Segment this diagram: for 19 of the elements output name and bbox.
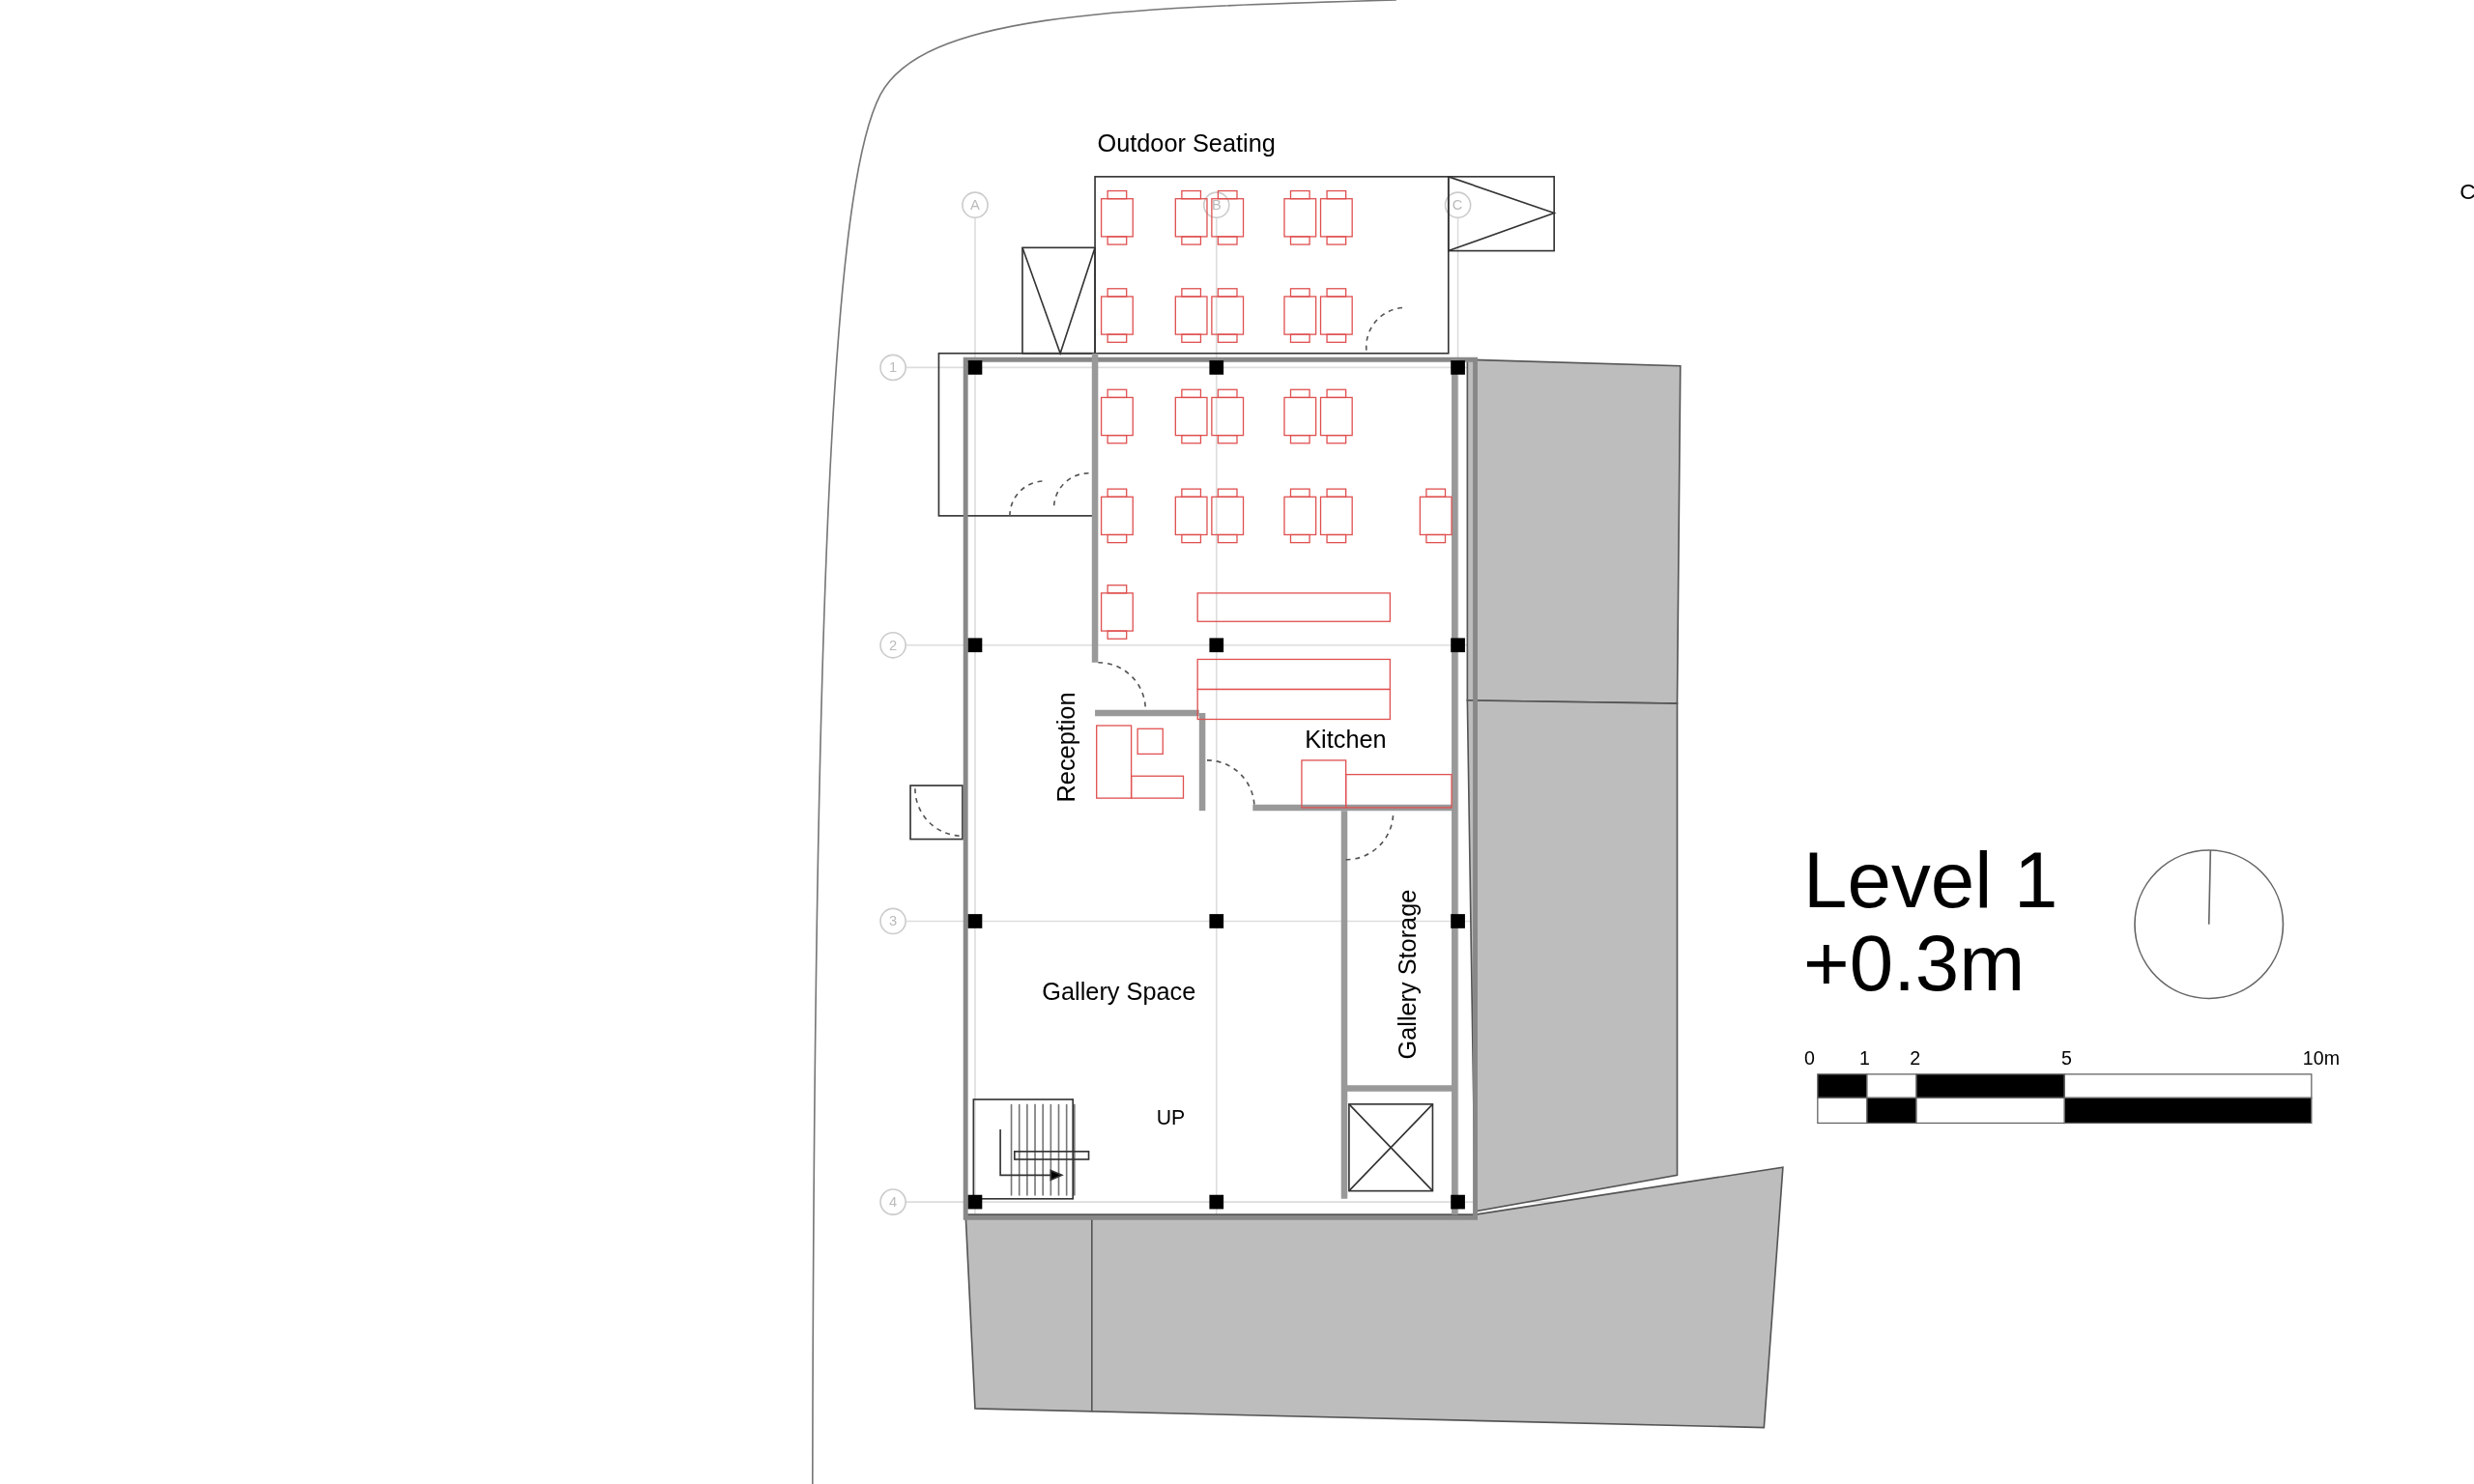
scale-label: 10m	[2302, 1048, 2340, 1069]
scale-label: 2	[1910, 1048, 1921, 1069]
scale-label: 5	[2061, 1048, 2072, 1069]
room-label: Gallery Space	[1042, 979, 1196, 1005]
scale-label: 0	[1803, 1048, 1815, 1069]
scale-label: 1	[1859, 1048, 1870, 1069]
grid-label: A	[970, 197, 980, 213]
grid-label: 4	[889, 1194, 898, 1210]
grid-label: C	[1452, 197, 1463, 213]
grid-label: B	[1211, 197, 1222, 213]
grid-label: 2	[889, 638, 898, 653]
stair-label: UP	[1156, 1106, 1186, 1127]
room-label: Outdoor Seating	[1097, 130, 1276, 156]
level-title: Level 1 +0.3m	[1803, 839, 2059, 1005]
room-label: Gallery Storage	[1395, 889, 1420, 1060]
room-label: Kitchen	[1305, 727, 1387, 752]
grid-label: 1	[889, 360, 898, 375]
room-label: Reception	[1053, 692, 1079, 803]
grid-label: 3	[889, 914, 898, 928]
